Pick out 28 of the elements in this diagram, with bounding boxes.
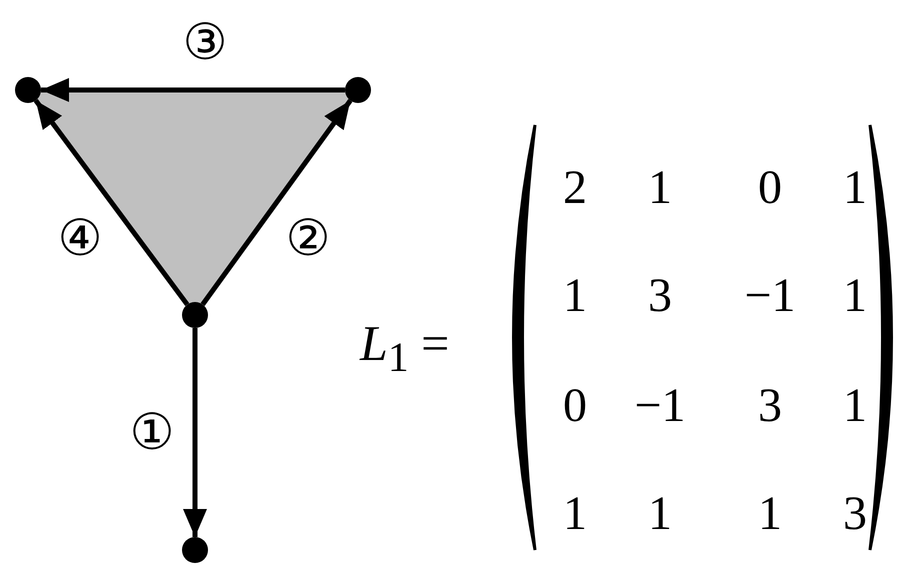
matrix-entry: 1 bbox=[563, 490, 587, 538]
edge-label: ③ bbox=[182, 17, 228, 67]
matrix-entry: 1 bbox=[648, 490, 672, 538]
matrix-entry: 0 bbox=[563, 382, 587, 430]
matrix-entry: 1 bbox=[758, 490, 782, 538]
matrix-entry: 0 bbox=[758, 164, 782, 212]
matrix-entry: 1 bbox=[843, 164, 867, 212]
vertex-dot bbox=[345, 77, 371, 103]
matrix-entry: 1 bbox=[648, 164, 672, 212]
arrow bbox=[34, 98, 190, 306]
edge-label: ② bbox=[286, 213, 330, 263]
arrow bbox=[41, 78, 345, 102]
matrix-entry: −1 bbox=[634, 382, 686, 430]
edge-label: ④ bbox=[58, 213, 102, 263]
arrow bbox=[200, 99, 352, 306]
vertex-dot bbox=[182, 537, 208, 563]
vertex-dot bbox=[15, 77, 41, 103]
matrix-entry: −1 bbox=[744, 272, 796, 320]
matrix-entry: 1 bbox=[563, 272, 587, 320]
edge-label: ① bbox=[130, 407, 174, 457]
vertex-dot bbox=[182, 302, 208, 328]
matrix-entry: 3 bbox=[843, 490, 867, 538]
matrix-name: L$_{1}$ = bbox=[360, 318, 450, 380]
matrix-entry: 1 bbox=[843, 382, 867, 430]
matrix-entry: 3 bbox=[758, 382, 782, 430]
matrix-entry: 1 bbox=[843, 272, 867, 320]
matrix-entry: 3 bbox=[648, 272, 672, 320]
matrix-entry: 2 bbox=[563, 164, 587, 212]
